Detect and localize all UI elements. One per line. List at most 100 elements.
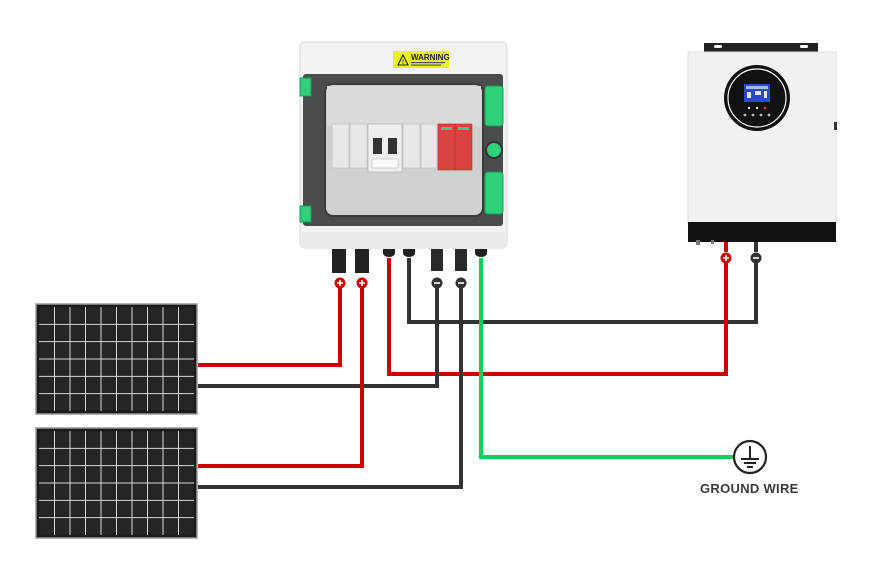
solar-cell xyxy=(39,376,54,394)
solar-cell xyxy=(132,376,147,394)
solar-cell xyxy=(70,483,85,500)
solar-cell xyxy=(70,500,85,518)
solar-cell xyxy=(163,342,178,359)
breaker-toggle xyxy=(373,138,382,154)
solar-cell xyxy=(132,431,147,448)
plus-marker-icon xyxy=(334,277,346,289)
solar-cell xyxy=(163,431,178,448)
solar-cell xyxy=(132,500,147,518)
solar-cell xyxy=(55,376,70,394)
solar-cell xyxy=(39,518,54,535)
solar-cell xyxy=(55,518,70,535)
solar-cell xyxy=(86,359,101,376)
warning-label: ! WARNING xyxy=(393,51,450,68)
solar-cell xyxy=(70,307,85,324)
solar-cell xyxy=(101,324,116,342)
solar-cell xyxy=(132,466,147,483)
solar-cell xyxy=(86,518,101,535)
solar-cell xyxy=(86,431,101,448)
solar-cell xyxy=(55,448,70,466)
mc4-connector xyxy=(332,249,346,273)
solar-cell xyxy=(55,394,70,411)
solar-cell xyxy=(163,307,178,324)
solar-panel-2 xyxy=(35,427,198,539)
solar-cell xyxy=(39,431,54,448)
solar-cell xyxy=(163,448,178,466)
solar-cell xyxy=(163,394,178,411)
solar-cell xyxy=(117,359,132,376)
solar-cell xyxy=(117,324,132,342)
fuse-holder xyxy=(402,123,421,169)
solar-cell xyxy=(179,376,194,394)
cable-gland xyxy=(383,249,395,257)
solar-cell xyxy=(179,483,194,500)
solar-cell xyxy=(117,466,132,483)
solar-cell xyxy=(101,500,116,518)
solar-cell xyxy=(179,500,194,518)
fuse-holder xyxy=(331,123,350,169)
solar-cell xyxy=(70,376,85,394)
solar-cell xyxy=(101,483,116,500)
solar-cell xyxy=(86,500,101,518)
solar-cell xyxy=(101,359,116,376)
plus-marker-icon xyxy=(720,252,732,264)
solar-cell xyxy=(70,324,85,342)
solar-cell xyxy=(70,448,85,466)
solar-cell xyxy=(132,448,147,466)
warning-triangle-icon xyxy=(397,53,409,66)
mc4-connector xyxy=(355,249,369,273)
ground-wire-label: GROUND WIRE xyxy=(700,481,799,496)
control-button[interactable] xyxy=(743,113,747,117)
solar-cell xyxy=(179,359,194,376)
solar-cell xyxy=(132,483,147,500)
solar-cell xyxy=(117,431,132,448)
wire-panel2-negative xyxy=(198,285,463,489)
solar-cell xyxy=(179,324,194,342)
solar-cell xyxy=(163,500,178,518)
solar-cell xyxy=(132,342,147,359)
solar-cell xyxy=(179,431,194,448)
solar-cell xyxy=(86,483,101,500)
solar-cell xyxy=(55,359,70,376)
solar-cell xyxy=(39,448,54,466)
solar-cell xyxy=(117,500,132,518)
svg-text:!: ! xyxy=(402,60,404,66)
solar-cell xyxy=(148,500,163,518)
solar-cell xyxy=(101,431,116,448)
plus-marker-icon xyxy=(356,277,368,289)
solar-cell xyxy=(148,376,163,394)
door-latch xyxy=(484,85,504,127)
solar-cell xyxy=(101,342,116,359)
solar-cell xyxy=(148,466,163,483)
solar-cell xyxy=(55,483,70,500)
control-button[interactable] xyxy=(751,113,755,117)
solar-cell xyxy=(179,342,194,359)
minus-marker-icon xyxy=(750,252,762,264)
solar-cell xyxy=(148,307,163,324)
solar-cell xyxy=(117,307,132,324)
lock-knob xyxy=(485,141,503,159)
solar-cell xyxy=(86,448,101,466)
solar-cell xyxy=(55,307,70,324)
inverter-base xyxy=(688,222,836,242)
solar-cell xyxy=(86,376,101,394)
solar-cell xyxy=(179,466,194,483)
mc4-connector xyxy=(455,249,467,271)
solar-cell xyxy=(132,394,147,411)
indicator-led xyxy=(747,106,751,110)
control-button[interactable] xyxy=(767,113,771,117)
solar-cell xyxy=(55,431,70,448)
inverter xyxy=(687,43,837,264)
solar-cell xyxy=(86,307,101,324)
door-latch xyxy=(484,171,504,215)
solar-cell xyxy=(163,324,178,342)
solar-cell xyxy=(117,448,132,466)
mc4-connector xyxy=(431,249,443,271)
solar-panel-1 xyxy=(35,303,198,415)
control-button[interactable] xyxy=(759,113,763,117)
solar-cell xyxy=(148,448,163,466)
wire-panel1-negative xyxy=(198,285,439,388)
warning-title: WARNING xyxy=(411,53,450,62)
solar-cell xyxy=(132,359,147,376)
